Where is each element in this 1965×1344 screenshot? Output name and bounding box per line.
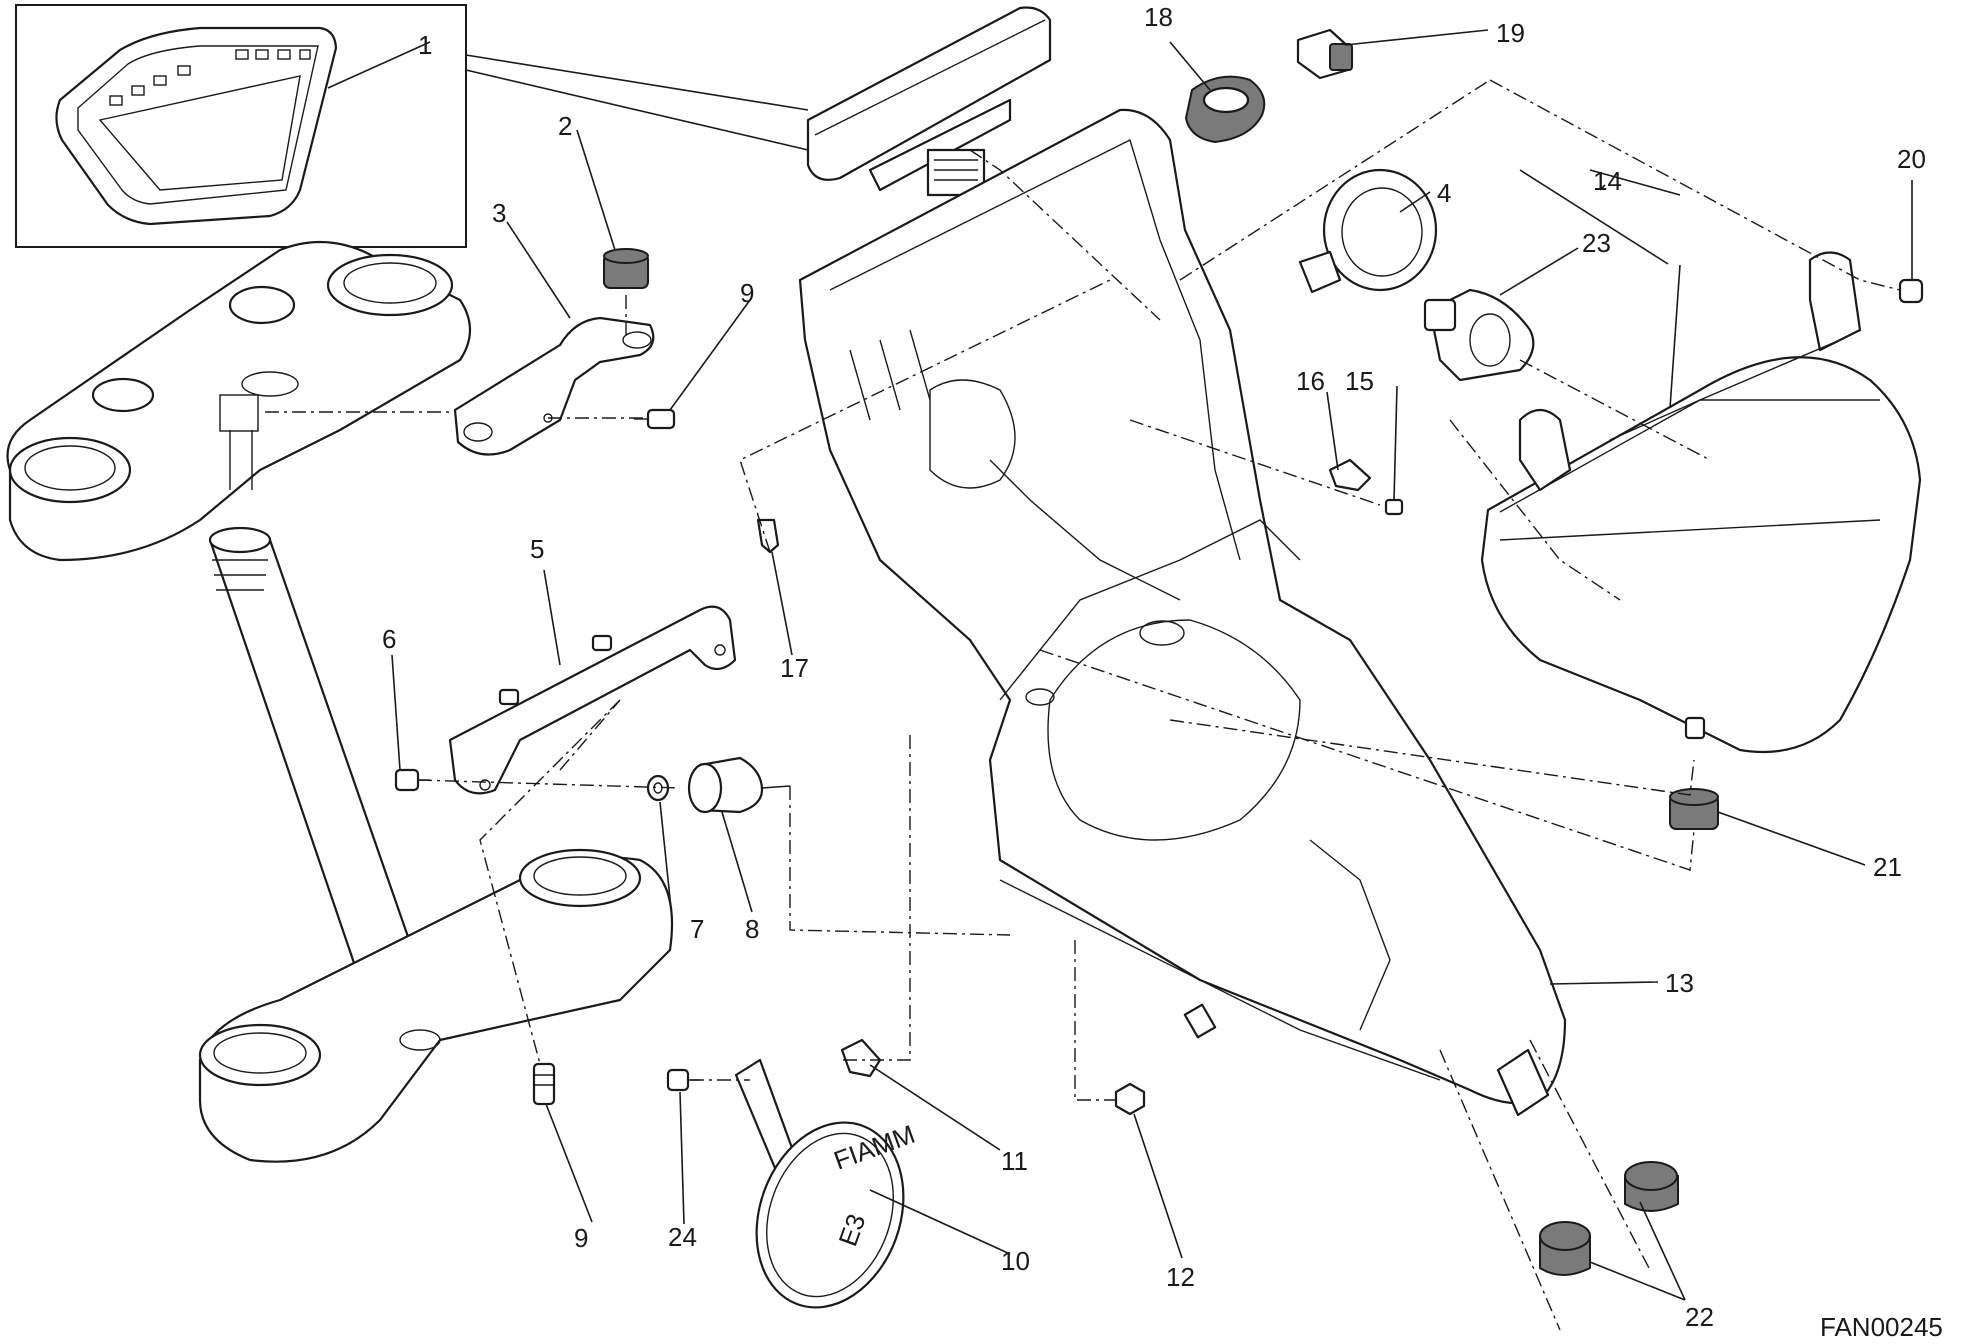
grommet-18 xyxy=(1184,75,1266,144)
screw-17 xyxy=(756,518,780,554)
callout-15: 15 xyxy=(1345,366,1374,396)
screw-9-lower xyxy=(532,1062,556,1106)
callout-1: 1 xyxy=(418,30,432,60)
drawing-code: FAN00245 xyxy=(1820,1312,1943,1342)
headlight-fairing-13 xyxy=(798,108,1567,1117)
callout-23: 23 xyxy=(1582,228,1611,258)
callout-6: 6 xyxy=(382,624,396,654)
lower-triple-clamp xyxy=(198,848,674,1163)
callout-19: 19 xyxy=(1496,18,1525,48)
instrument-panel-unit xyxy=(806,6,1052,197)
clip-16 xyxy=(1328,458,1372,492)
callout-13: 13 xyxy=(1665,968,1694,998)
upper-triple-clamp xyxy=(6,240,471,562)
callout-18: 18 xyxy=(1144,2,1173,32)
callout-3: 3 xyxy=(492,198,506,228)
callout-16: 16 xyxy=(1296,366,1325,396)
callout-2: 2 xyxy=(558,111,572,141)
screw-24 xyxy=(666,1068,700,1092)
leader-lines xyxy=(327,29,1913,1301)
callout-17: 17 xyxy=(780,653,809,683)
connector-19 xyxy=(1296,28,1354,80)
clip-11 xyxy=(840,1038,882,1078)
callout-11: 11 xyxy=(1001,1146,1028,1176)
callout-labels: 1 2 3 4 5 6 7 8 9 9 10 11 12 13 14 15 16… xyxy=(382,2,1926,1332)
callout-8: 8 xyxy=(745,914,759,944)
nut-12 xyxy=(1114,1082,1146,1116)
inset-pointer-lines xyxy=(465,54,809,151)
callout-12: 12 xyxy=(1166,1262,1195,1292)
callout-5: 5 xyxy=(530,534,544,564)
headlight-bulb-23 xyxy=(1423,288,1535,382)
callout-20: 20 xyxy=(1897,144,1926,174)
horn-10: FIAMM E3 xyxy=(734,1058,919,1309)
steering-stem xyxy=(208,526,432,1012)
rubber-grommet-21 xyxy=(1669,788,1719,830)
callout-22: 22 xyxy=(1685,1302,1714,1332)
callout-21: 21 xyxy=(1873,852,1902,882)
screw-15 xyxy=(1384,498,1404,516)
rubber-pads-22 xyxy=(1539,1161,1679,1276)
screw-20 xyxy=(1898,278,1924,304)
callout-7: 7 xyxy=(690,914,704,944)
callout-10: 10 xyxy=(1001,1246,1030,1276)
rubber-grommet-2 xyxy=(603,248,649,289)
callout-4: 4 xyxy=(1437,178,1451,208)
instrument-panel-inset xyxy=(15,4,467,248)
bracket-3 xyxy=(453,316,655,456)
assembly-lines xyxy=(265,79,1901,1331)
bulb-cover-4 xyxy=(1298,168,1438,294)
callout-9-lower: 9 xyxy=(574,1223,588,1253)
callout-14: 14 xyxy=(1593,166,1622,196)
screw-9-upper xyxy=(634,408,676,430)
headlight-assembly-14 xyxy=(1480,251,1922,754)
bracket-5 xyxy=(448,605,737,795)
callout-9-upper: 9 xyxy=(740,278,754,308)
rubber-spacer-8 xyxy=(687,756,791,814)
callout-24: 24 xyxy=(668,1222,697,1252)
